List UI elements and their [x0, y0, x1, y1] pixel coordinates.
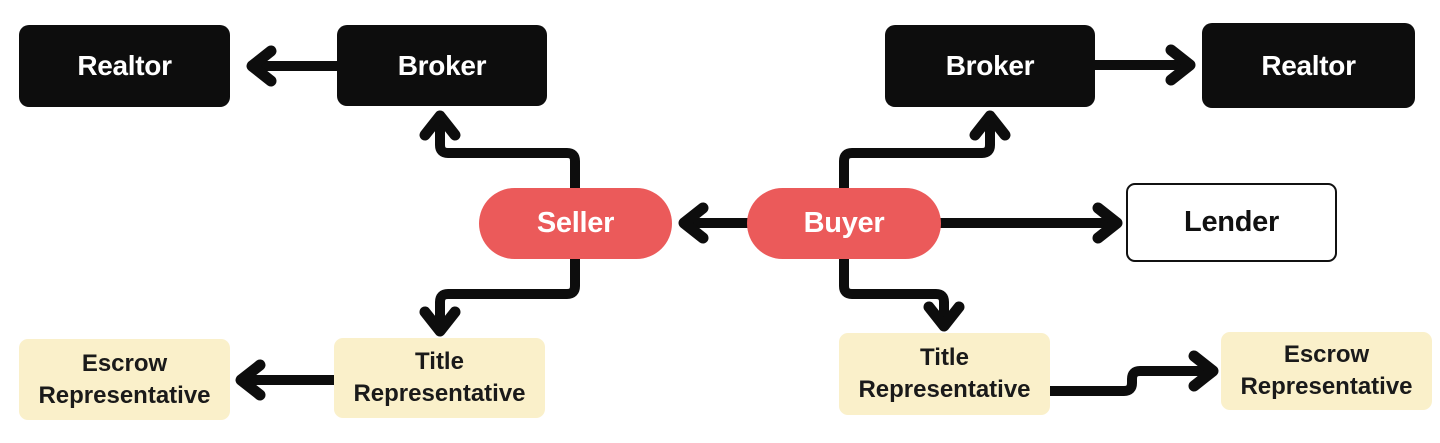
arrow-seller-to-titleleft [419, 252, 580, 337]
arrow-buyer-to-titleright [839, 252, 965, 332]
node-buyer: Buyer [747, 188, 941, 259]
node-broker-left: Broker [337, 25, 547, 106]
node-escrow-representative-left: Escrow Representative [19, 339, 230, 420]
node-seller: Seller [479, 188, 672, 259]
node-title-representative-left: Title Representative [334, 338, 545, 418]
node-broker-right: Broker [885, 25, 1095, 107]
arrow-seller-to-brokerleft [419, 110, 580, 195]
arrow-buyer-to-brokerright [839, 110, 1011, 195]
node-realtor-right: Realtor [1202, 23, 1415, 108]
node-escrow-representative-right: Escrow Representative [1221, 332, 1432, 410]
node-title-representative-right: Title Representative [839, 333, 1050, 415]
arrow-titleright-to-escrowright [1045, 350, 1219, 396]
node-realtor-left: Realtor [19, 25, 230, 107]
node-lender: Lender [1126, 183, 1337, 262]
